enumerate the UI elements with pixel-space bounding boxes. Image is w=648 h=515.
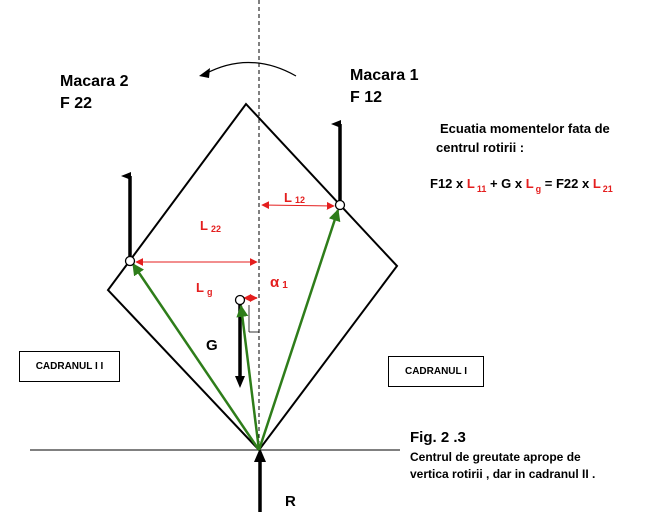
equation-title-line2: centrul rotirii : [436, 140, 525, 155]
quadrant-2-box: CADRANUL I I [19, 351, 120, 382]
eq-L21: L [592, 176, 601, 191]
rotation-arc [204, 61, 297, 77]
quadrant-1-box: CADRANUL I [388, 356, 484, 387]
dimension-L12 [261, 201, 335, 210]
label-G: G [206, 337, 218, 354]
eq-Lg-sub: g [535, 183, 542, 194]
caption-line2: vertica rotirii , dar in cadranul II . [410, 467, 596, 481]
crane2-attach-point [124, 255, 136, 267]
vector-to-crane2 [131, 263, 261, 451]
rotation-arc-arrowhead [199, 68, 210, 78]
eq-Lg: L [525, 176, 534, 191]
crane2-force: F 22 [60, 95, 92, 112]
eq-part-2: + G x [486, 176, 526, 191]
label-R: R [285, 493, 296, 510]
crane1-force: F 12 [350, 89, 382, 106]
eq-L11: L [466, 176, 475, 191]
eq-part-3: = F22 x [541, 176, 593, 191]
gravity-center-point [234, 294, 246, 306]
eq-L11-sub: 11 [476, 183, 487, 194]
crane2-name: Macara 2 [60, 73, 129, 90]
crane1-name: Macara 1 [350, 67, 419, 84]
gravity-force-arrowhead [235, 376, 245, 388]
eq-part-1: F12 x [430, 176, 467, 191]
equation-title-line1: Ecuatia momentelor fata de [440, 121, 610, 136]
caption-line1: Centrul de greutate aprope de [410, 450, 581, 464]
vector-to-crane1 [257, 208, 341, 451]
reaction-force-arrowhead [254, 448, 266, 462]
figure-number: Fig. 2 .3 [410, 429, 466, 446]
vector-to-gravity-center [236, 304, 261, 451]
crane1-attach-point [334, 199, 346, 211]
eq-L21-sub: 21 [602, 183, 613, 194]
